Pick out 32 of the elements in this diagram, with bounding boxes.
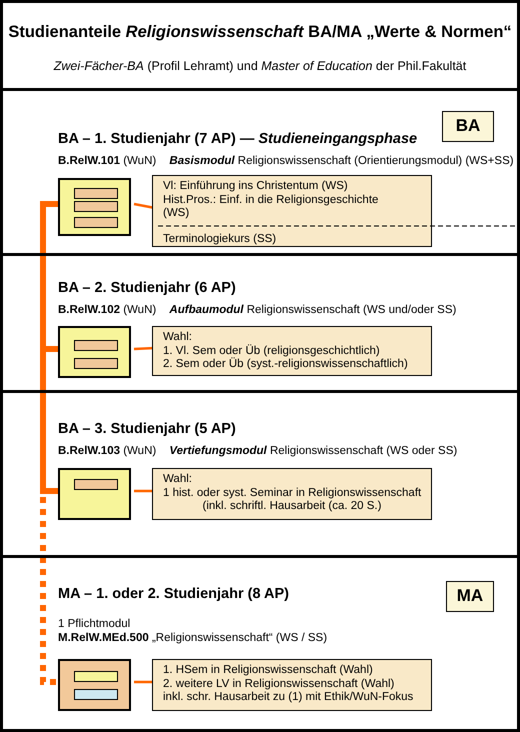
degree-badge: MA [446, 581, 494, 612]
course-text: 1 hist. oder syst. Seminar in Religionswissenschaft [163, 486, 421, 500]
course-text: Vl: Einführung ins Christentum (WS) Hist.Pros.: Einf. in die Religionsgeschichte (WS) [163, 180, 380, 220]
module-title: B.RelW.103 (WuN) Vertiefungsmodul Religionswissenschaft (WS oder SS) [58, 445, 458, 457]
module-icon [58, 659, 131, 711]
course-text: 2. Sem oder Üb (syst.-religionswissenschaftlich) [163, 358, 409, 372]
diagram-title: Studienanteile Religionswissenschaft BA/MA „Werte & Normen“ [7, 23, 513, 42]
subtitle: Zwei-Fächer-BA (Profil Lehramt) und Master of Education der Phil.Fakultät [52, 59, 468, 73]
module-icon [58, 178, 131, 236]
course-text: 2. weitere LV in Religionswissenschaft (Wahl) [163, 678, 396, 691]
degree-badge: BA [442, 111, 494, 142]
course-text: Wahl: [163, 331, 193, 344]
section-heading: BA – 1. Studienjahr (7 AP) — Studieneingangsphase [58, 131, 418, 147]
module-icon [58, 326, 131, 378]
course-description-box [152, 659, 432, 711]
module-title: M.RelW.MEd.500 „Religionswissenschaft“ (WS / SS) [58, 632, 328, 644]
course-text: Terminologiekurs (SS) [163, 232, 278, 246]
module-title: B.RelW.102 (WuN) Aufbaumodul Religionswissenschaft (WS und/oder SS) [58, 304, 456, 316]
course-description-box [152, 175, 432, 247]
course-text: 1. Vl. Sem oder Üb (religionsgeschichtlich) [163, 344, 381, 357]
section-heading: BA – 2. Studienjahr (6 AP) [58, 280, 236, 296]
section-heading: BA – 3. Studienjahr (5 AP) [58, 421, 236, 437]
module-title: 1 Pflichtmodul [58, 618, 130, 630]
course-description-box [152, 468, 432, 520]
course-text: (inkl. schriftl. Hausarbeit (ca. 20 S.) [202, 500, 382, 514]
course-text: Wahl: [163, 473, 193, 486]
course-description-box [152, 326, 432, 376]
course-text: 1. HSem in Religionswissenschaft (Wahl) [163, 664, 374, 678]
module-icon [58, 468, 131, 520]
course-text: inkl. schr. Hausarbeit zu (1) mit Ethik/WuN-Fokus [163, 691, 414, 704]
section-heading: MA – 1. oder 2. Studienjahr (8 AP) [58, 586, 289, 602]
module-title: B.RelW.101 (WuN) Basismodul Religionswissenschaft (Orientierungsmodul) (WS+SS) [58, 155, 514, 167]
